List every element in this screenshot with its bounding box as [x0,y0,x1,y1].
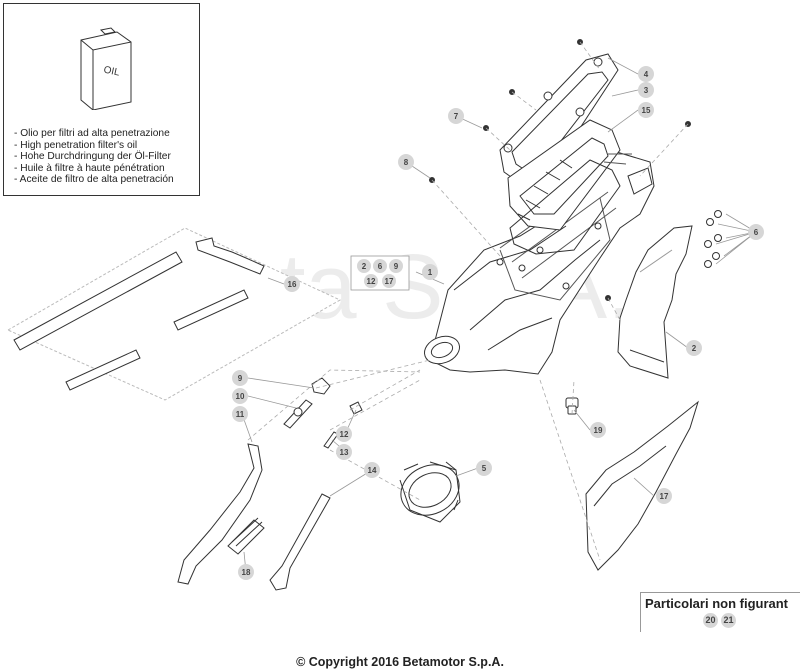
oil-description-en: High penetration filter's oil [14,140,174,152]
svg-text:7: 7 [454,112,459,121]
callout-5: 5 [476,460,492,476]
callout-10: 10 [232,388,248,404]
group-callout-6: 6 [373,259,387,273]
svg-text:18: 18 [242,568,251,577]
callout-8: 8 [398,154,414,170]
svg-text:8: 8 [404,158,409,167]
callout-6: 6 [748,224,764,240]
oil-description-it: Olio per filtri ad alta penetrazione [14,128,174,140]
part-14-hose [269,493,331,591]
callout-12: 12 [336,426,352,442]
callout-16: 16 [284,276,300,292]
part-3-4-15-filter-assembly [499,53,632,255]
svg-text:2: 2 [362,262,367,271]
callouts: 1 2 3 4 5 6 7 8 9 10 11 12 13 14 15 16 1… [232,66,764,580]
part-17-mudflap [585,400,699,571]
part-18-sleeve [227,517,265,555]
callout-1: 1 [422,264,438,280]
callout-9: 9 [232,370,248,386]
callout-7: 7 [448,108,464,124]
svg-text:19: 19 [594,426,603,435]
callout-group-box: 2 6 9 12 17 [350,255,410,291]
group-callout-12: 12 [364,274,378,288]
svg-text:15: 15 [642,106,651,115]
callout-13: 13 [336,444,352,460]
callout-2: 2 [686,340,702,356]
part-11-breather-hose [177,443,263,585]
svg-text:5: 5 [482,464,487,473]
not-shown-part-21: 21 [721,613,736,628]
callout-4: 4 [638,66,654,82]
svg-text:2: 2 [692,344,697,353]
part-5-intake-boot [399,461,461,523]
callout-15: 15 [638,102,654,118]
parts-not-shown-box: Particolari non figurant 20 21 [640,592,800,632]
svg-text:13: 13 [340,448,349,457]
part-1-airbox [424,149,655,375]
svg-text:14: 14 [368,466,377,475]
group-callout-17: 17 [382,274,396,288]
oil-description-de: Hohe Durchdringung der Öl-Filter [14,151,174,163]
svg-text:12: 12 [367,277,376,286]
svg-text:12: 12 [340,430,349,439]
parts-9-10-12-13-fittings [283,377,363,449]
svg-text:9: 9 [394,262,399,271]
group-callout-2: 2 [357,259,371,273]
oil-description-fr: Huile à filtre à haute pénétration [14,163,174,175]
svg-text:6: 6 [754,228,759,237]
svg-text:17: 17 [385,277,394,286]
callout-11: 11 [232,406,248,422]
callout-14: 14 [364,462,380,478]
part-2-side-flap [617,225,693,379]
svg-text:16: 16 [288,280,297,289]
svg-text:4: 4 [644,70,649,79]
group-callout-9: 9 [389,259,403,273]
oil-can-icon: OIL [80,27,132,110]
copyright-notice: © Copyright 2016 Betamotor S.p.A. [296,655,504,669]
oil-description-es: Aceite de filtro de alta penetración [14,174,174,186]
callout-19: 19 [590,422,606,438]
oil-description-list: Olio per filtri ad alta penetrazione Hig… [14,128,174,186]
svg-text:1: 1 [428,268,433,277]
svg-text:6: 6 [378,262,383,271]
svg-text:3: 3 [644,86,649,95]
svg-text:11: 11 [236,410,245,419]
oil-can-label: OIL [102,64,120,78]
assembly-lines [247,41,689,561]
part-16-adhesive-strips [6,227,342,401]
svg-text:10: 10 [236,392,245,401]
svg-text:9: 9 [238,374,243,383]
callout-3: 3 [638,82,654,98]
not-shown-part-20: 20 [703,613,718,628]
svg-text:17: 17 [660,492,669,501]
oil-legend-box: OIL Olio per filtri ad alta penetrazione… [3,3,200,196]
callout-17: 17 [656,488,672,504]
parts-not-shown-title: Particolari non figurant [645,596,789,611]
callout-18: 18 [238,564,254,580]
